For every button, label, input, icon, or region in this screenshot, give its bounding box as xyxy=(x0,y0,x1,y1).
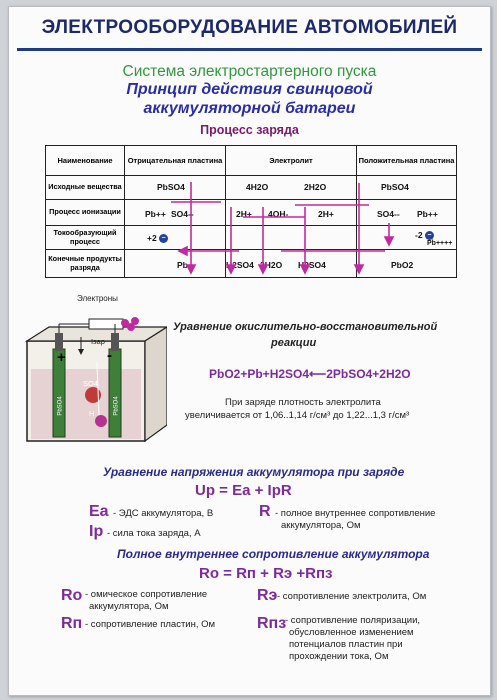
redox-equation: PbO2+Pb+H2SO4⟵2PbSO4+2H2O xyxy=(209,367,411,381)
rpz-symbol: Rпз xyxy=(257,615,287,632)
ea-desc: - ЭДС аккумулятора, В xyxy=(113,508,214,519)
cell-2h-b: 2H+ xyxy=(318,209,334,219)
ip-symbol: Iр xyxy=(89,523,104,540)
ea-symbol: Eа xyxy=(89,503,109,520)
cell-h2so4-b: H2SO4 xyxy=(298,260,326,270)
col-header-name: Наименование xyxy=(45,145,125,176)
cell-minus2: -2 − xyxy=(415,230,434,241)
r-desc-1: - полное внутреннее сопротивление xyxy=(275,508,436,519)
cell-pb: Pb xyxy=(177,260,188,270)
electron-icon: − xyxy=(424,231,434,241)
ro-desc-1: - омическое сопротивление xyxy=(85,589,208,600)
system-title: Система электростартерного пуска xyxy=(122,63,377,80)
cell-pbo2: PbO2 xyxy=(391,260,414,270)
cell-so4-a: SO4-- xyxy=(171,209,194,219)
voltage-formula: Uр = Eа + IрR xyxy=(195,482,292,499)
electrons-label: Электроны xyxy=(77,294,118,303)
izar-label: Iзар xyxy=(91,337,105,346)
so4-ion xyxy=(85,387,101,403)
row-label-final: Конечные продукты разряда xyxy=(45,249,125,278)
page-title: ЭЛЕКТРООБОРУДОВАНИЕ АВТОМОБИЛЕЙ xyxy=(41,17,458,38)
r-desc-2: аккумулятора, Ом xyxy=(281,520,361,531)
ip-desc: - сила тока заряда, А xyxy=(107,528,201,539)
col-header-pos: Положительная пластина xyxy=(356,145,457,176)
cell-2h-a: 2H+ xyxy=(236,209,252,219)
density-line2: увеличивается от 1,06..1,14 г/см³ до 1,2… xyxy=(185,410,410,421)
cell-2h2o-c: 2H2O xyxy=(260,260,283,270)
cell-so4-b: SO4-- xyxy=(377,209,400,219)
minus-terminal-label: - xyxy=(107,347,112,364)
resist-title: Полное внутреннее сопротивление аккумуля… xyxy=(117,547,430,561)
ro-desc-2: аккумулятора, Ом xyxy=(89,601,169,612)
electrolyte xyxy=(31,369,141,439)
col-header-elec: Электролит xyxy=(225,145,357,176)
process-title: Процесс заряда xyxy=(200,123,299,137)
cell-pb-ion: Pb++ xyxy=(145,209,166,219)
cell-4oh: 4OH- xyxy=(268,209,289,219)
ro-symbol: Rо xyxy=(61,587,83,604)
density-line1: При заряде плотность электролита xyxy=(225,397,381,408)
table-arrows xyxy=(171,182,395,275)
electron-icon: − xyxy=(159,234,169,244)
row-label-current: Токообразующий процесс xyxy=(45,225,125,250)
r-symbol: R xyxy=(259,503,271,520)
cell-4h2o: 4H2O xyxy=(246,182,269,192)
rp-desc: - сопротивление пластин, Ом xyxy=(85,619,216,630)
h-label: H xyxy=(89,409,95,418)
pbso4-left: PbSO4 xyxy=(57,396,64,416)
header-divider xyxy=(17,48,482,51)
header: ЭЛЕКТРООБОРУДОВАНИЕ АВТОМОБИЛЕЙ xyxy=(9,7,490,51)
cell-pbso4-neg: PbSO4 xyxy=(157,182,185,192)
principle-title-line2: аккумуляторной батареи xyxy=(143,100,356,117)
resistor xyxy=(88,318,124,330)
cell-pb-ion-b: Pb++ xyxy=(417,209,438,219)
row-label-source: Исходные вещества xyxy=(45,175,125,200)
rpz-desc-3: потенциалов пластин при xyxy=(289,639,403,650)
rpz-desc-2: обусловленное изменением xyxy=(289,627,414,638)
redox-title-line2: реакции xyxy=(271,337,317,349)
rp-symbol: Rп xyxy=(61,615,83,632)
redox-title-line1: Уравнение окислительно-восстановительной xyxy=(173,321,438,333)
plus-terminal-label: + xyxy=(57,349,66,366)
cell-2h2o: 2H2O xyxy=(304,182,327,192)
reaction-table: Наименование Отрицательная пластина Элек… xyxy=(45,145,457,278)
re-symbol: Rэ xyxy=(257,587,278,604)
cell-pbso4-pos: PbSO4 xyxy=(381,182,409,192)
principle-title-line1: Принцип действия свинцовой xyxy=(126,81,373,98)
voltage-title: Уравнение напряжения аккумулятора при за… xyxy=(103,465,405,479)
cell-plus2: +2 − xyxy=(147,233,169,244)
poster: ЭЛЕКТРООБОРУДОВАНИЕ АВТОМОБИЛЕЙ Система … xyxy=(8,6,491,696)
re-desc: - сопротивление электролита, Ом xyxy=(277,591,427,602)
so4-label: SO4 xyxy=(83,379,99,388)
cell-h2so4-a: H2SO4 xyxy=(226,260,254,270)
pbso4-right: PbSO4 xyxy=(113,396,120,416)
battery-diagram xyxy=(24,317,167,443)
rpz-desc-4: прохождении тока, Ом xyxy=(289,651,389,662)
resist-formula: Rо = Rп + Rэ +Rпз xyxy=(199,565,333,582)
h-ion xyxy=(95,415,107,427)
cell-pb4: Pb++++ xyxy=(427,240,453,247)
rpz-desc-1: - сопротивление поляризации, xyxy=(285,615,421,626)
